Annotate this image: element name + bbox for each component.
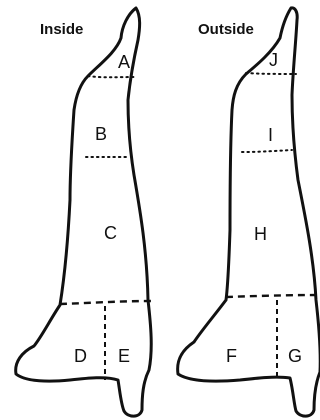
- region-label-h: H: [254, 224, 267, 244]
- region-label-d: D: [74, 346, 87, 366]
- region-label-f: F: [226, 346, 237, 366]
- outside-dashed-line-lower: [226, 295, 319, 297]
- outside-view: Outside J I H F G: [178, 8, 320, 416]
- region-label-g: G: [288, 346, 302, 366]
- inside-view: Inside A B C D E: [16, 8, 153, 416]
- outside-dotted-line-upper: [246, 73, 296, 74]
- region-label-b: B: [95, 124, 107, 144]
- region-label-j: J: [269, 50, 278, 70]
- inside-title: Inside: [40, 21, 83, 38]
- region-label-a: A: [118, 52, 130, 72]
- outside-title: Outside: [198, 21, 254, 38]
- region-label-c: C: [104, 223, 117, 243]
- inside-dashed-line-lower: [60, 301, 153, 304]
- outside-dotted-line-middle: [242, 150, 292, 152]
- region-label-i: I: [268, 125, 273, 145]
- region-label-e: E: [118, 346, 130, 366]
